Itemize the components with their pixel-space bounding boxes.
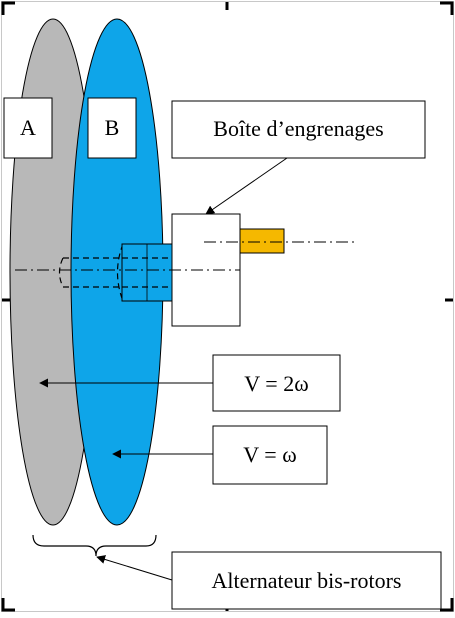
gearbox-label: Boîte d’engrenages — [213, 116, 383, 141]
inner-shaft-through-b — [122, 257, 172, 288]
label-b: B — [87, 97, 137, 159]
corner-mark-bottom-left — [1, 598, 15, 612]
speed-a-label: V = 2ω — [244, 371, 308, 396]
gearbox-pointer-arrow — [205, 157, 288, 215]
speed-b-callout: V = ω — [112, 425, 328, 485]
gearbox-block — [171, 213, 241, 327]
output-shaft — [239, 228, 285, 254]
label-a-text: A — [20, 115, 36, 140]
speed-b-label: V = ω — [243, 442, 296, 467]
alternator-callout: Alternateur bis-rotors — [96, 551, 442, 610]
corner-mark-top-left — [1, 1, 15, 15]
speed-a-callout: V = 2ω — [39, 354, 341, 412]
corner-mark-bottom-right — [440, 598, 454, 612]
center-axis — [15, 241, 356, 271]
corner-mark-top-right — [440, 1, 454, 15]
label-b-text: B — [105, 115, 120, 140]
gearbox-callout: Boîte d’engrenages — [171, 100, 426, 215]
alternator-pointer-arrow — [96, 555, 173, 581]
alternator-label: Alternateur bis-rotors — [212, 568, 402, 593]
grouping-brace — [32, 534, 157, 557]
label-a: A — [3, 97, 53, 159]
